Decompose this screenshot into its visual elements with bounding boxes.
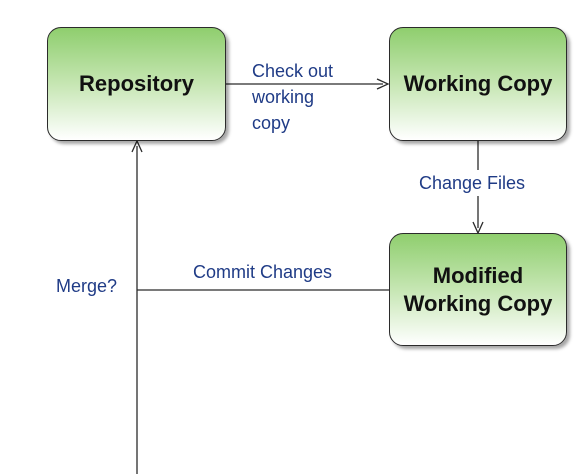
edge-checkout-arrowhead xyxy=(376,78,390,90)
node-repository-label: Repository xyxy=(79,71,194,96)
node-repository[interactable]: Repository xyxy=(47,27,226,141)
node-modified-working-copy[interactable]: Modified Working Copy xyxy=(389,233,567,346)
edge-checkout-label: Check out working copy xyxy=(252,61,334,133)
node-working-copy-label: Working Copy xyxy=(403,71,553,96)
node-working-copy[interactable]: Working Copy xyxy=(389,27,567,141)
node-modified-working-copy-label: Modified Working Copy xyxy=(403,262,553,316)
edge-merge-label: Merge? xyxy=(56,276,118,296)
edge-commit-label: Commit Changes xyxy=(193,262,333,282)
edge-merge-arrowhead xyxy=(131,139,143,153)
edge-change-files-label: Change Files xyxy=(419,170,526,196)
